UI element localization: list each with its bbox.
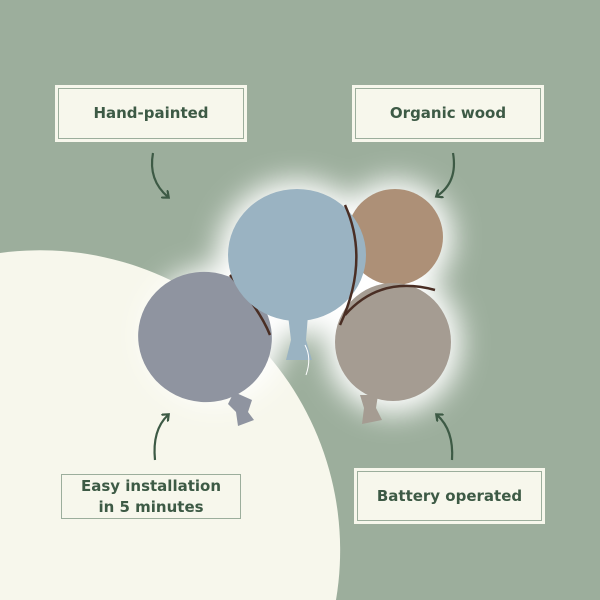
- feature-text: Organic wood: [389, 104, 507, 122]
- feature-label-organic-wood: Organic wood: [352, 85, 544, 142]
- arrow-icon: [153, 415, 168, 461]
- arrow-icon: [437, 415, 454, 461]
- feature-text-line2: in 5 minutes: [98, 497, 204, 516]
- balloon-blue: [228, 189, 366, 376]
- arrow-icon: [437, 152, 455, 196]
- feature-label-battery-operated: Battery operated: [354, 468, 545, 524]
- balloon-brown: [347, 189, 443, 285]
- feature-label-easy-installation: Easy installation in 5 minutes: [58, 471, 244, 522]
- feature-text: Easy installation: [80, 476, 222, 495]
- balloon-taupe: [335, 283, 451, 424]
- feature-text: Hand-painted: [93, 104, 209, 122]
- feature-label-hand-painted: Hand-painted: [55, 85, 247, 142]
- arrow-icon: [150, 152, 168, 197]
- feature-text: Battery operated: [376, 486, 523, 505]
